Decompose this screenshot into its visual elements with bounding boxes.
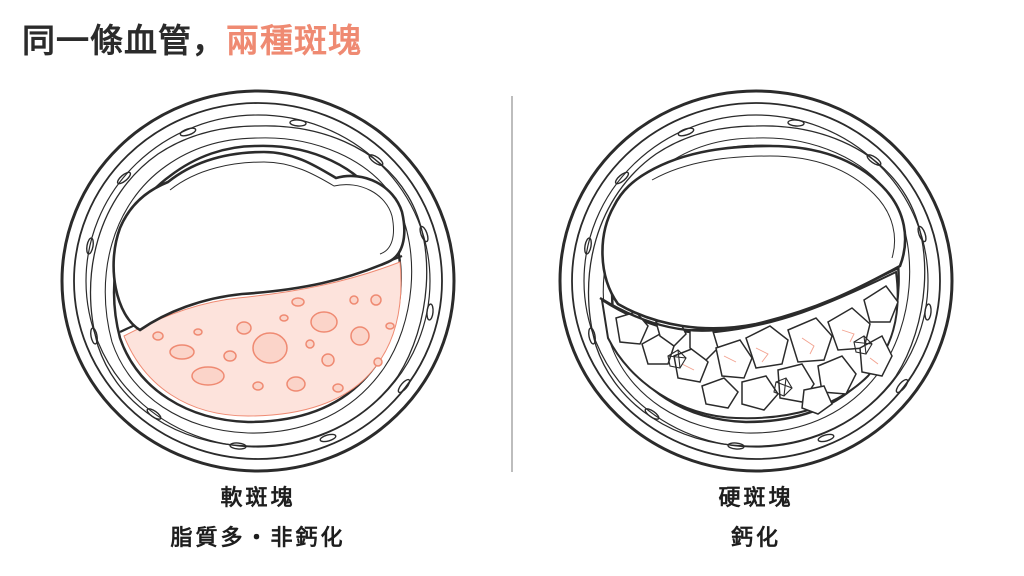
soft-plaque-vessel-illustration [58, 86, 458, 476]
hard-plaque-vessel-illustration [556, 86, 956, 476]
title-main: 同一條血管， [22, 21, 226, 60]
hard-plaque-label: 硬斑塊 [718, 486, 794, 511]
soft-plaque-caption: 軟斑塊 脂質多・非鈣化 [98, 484, 418, 554]
divider-line [511, 96, 513, 472]
lumen [601, 144, 907, 330]
hard-plaque-description: 鈣化 [730, 526, 781, 551]
title-accent: 兩種斑塊 [226, 21, 362, 60]
soft-plaque-label: 軟斑塊 [220, 486, 296, 511]
lumen [112, 150, 406, 332]
soft-plaque-description: 脂質多・非鈣化 [170, 526, 346, 551]
hard-plaque-caption: 硬斑塊 鈣化 [596, 484, 916, 554]
page-title: 同一條血管，兩種斑塊 [22, 14, 362, 62]
